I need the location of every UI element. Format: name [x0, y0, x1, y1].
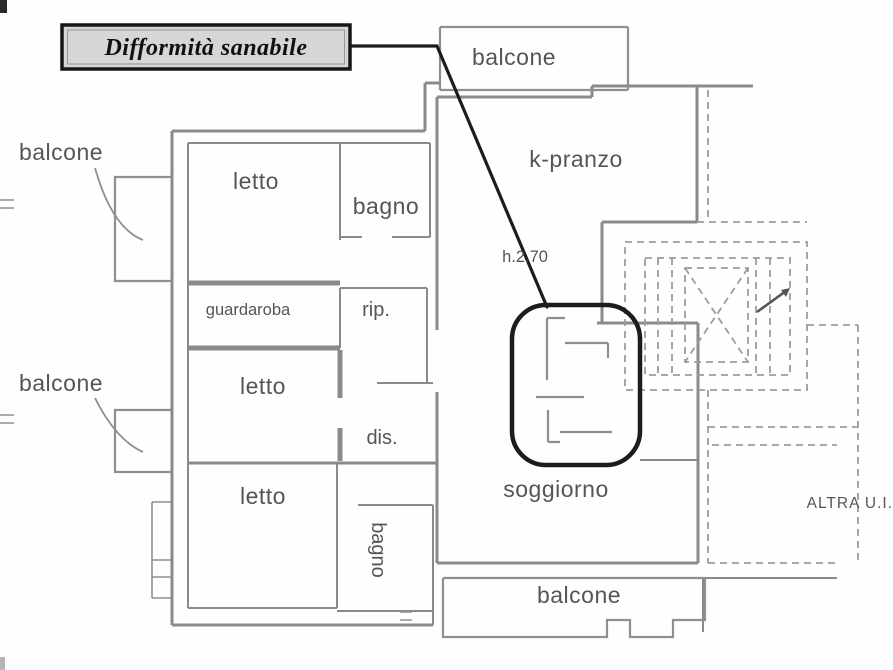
label-balcone-bottom: balcone: [537, 582, 621, 608]
outer-walls: [170, 81, 753, 627]
label-altra-ui: ALTRA U.I.: [807, 495, 893, 512]
balcony-left-1-outline: [113, 175, 172, 283]
label-balcone-left-2: balcone: [19, 370, 103, 396]
stair-direction-arrow: [756, 288, 790, 314]
room-labels: balcone k-pranzo h.2.70 balcone letto ba…: [19, 44, 893, 608]
annotation: Difformità sanabile: [60, 23, 643, 468]
thick-partition-walls: [188, 280, 343, 461]
balcone-left-1-arrow: [94, 167, 144, 241]
title-box: Difformità sanabile: [60, 23, 352, 71]
window-marks: [0, 199, 412, 621]
label-letto-3: letto: [240, 483, 286, 509]
highlight-ring: [509, 302, 643, 468]
scan-edge-marks: [0, 0, 7, 670]
leader-line: [348, 44, 549, 309]
label-balcone-top: balcone: [472, 44, 556, 70]
balcony-bottom-outline: [441, 576, 707, 639]
balcone-left-2-arrow: [94, 397, 144, 453]
inner-walls: [187, 142, 837, 632]
label-height-note: h.2.70: [502, 248, 548, 266]
label-rip: rip.: [362, 299, 390, 321]
balcony-outlines: [113, 25, 707, 639]
label-bagno-1: bagno: [353, 193, 419, 219]
balcony-label-arrows: [94, 167, 144, 453]
label-soggiorno: soggiorno: [503, 476, 609, 502]
label-letto-1: letto: [233, 168, 279, 194]
title-box-label: Difformità sanabile: [103, 35, 307, 61]
highlighted-wall-detail: [536, 316, 612, 444]
stairwell-dashed: [624, 90, 859, 564]
label-letto-2: letto: [240, 373, 286, 399]
label-k-pranzo: k-pranzo: [529, 146, 622, 172]
label-bagno-2: bagno: [367, 522, 389, 578]
elevator-shaft: [684, 267, 749, 363]
label-dis: dis.: [366, 427, 397, 449]
balcony-top-outline: [438, 25, 630, 92]
balcony-left-2-outline: [113, 408, 172, 474]
label-guardaroba: guardaroba: [206, 301, 291, 319]
label-balcone-left-1: balcone: [19, 139, 103, 165]
